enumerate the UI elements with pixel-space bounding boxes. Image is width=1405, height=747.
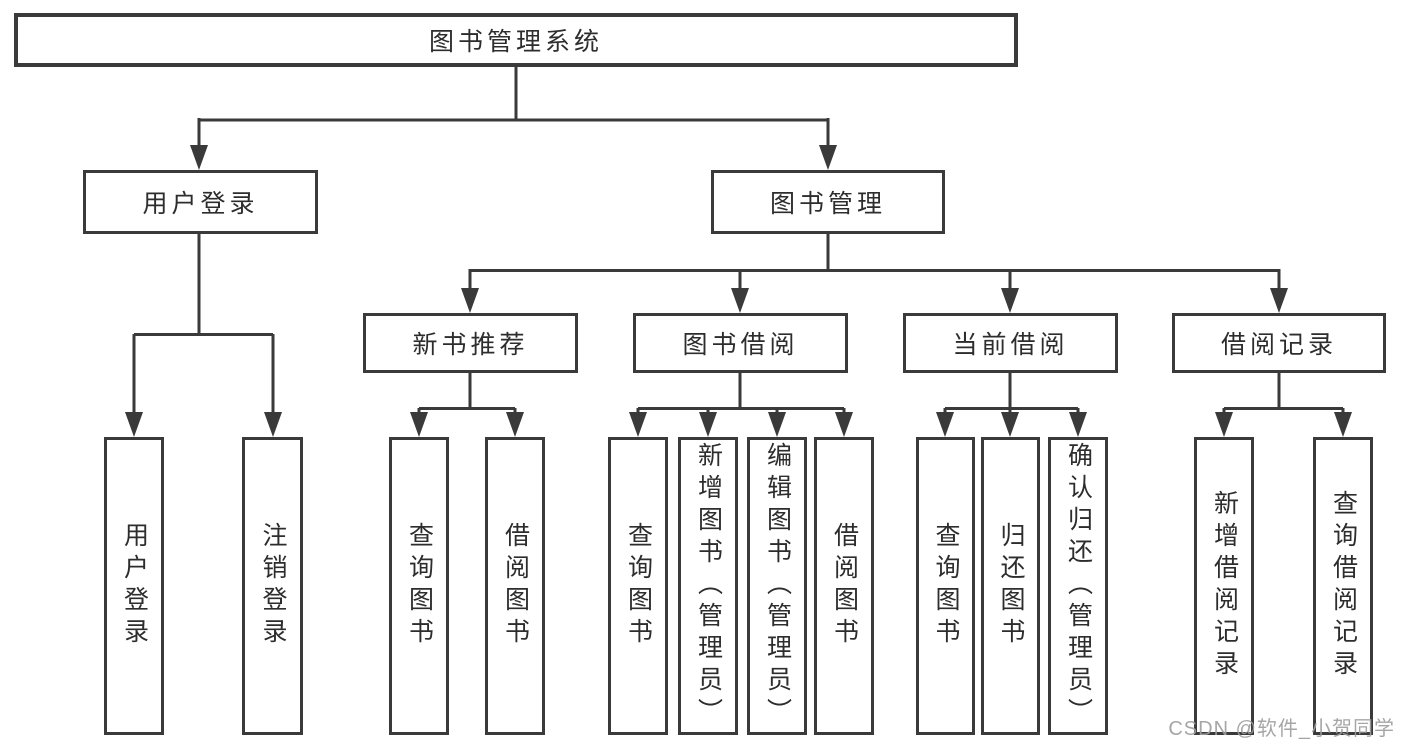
leaf-current-query-books-label: 查询图书 [932,522,960,650]
node-current-borrowing: 当前借阅 [903,313,1118,373]
leaf-borrowing-query-books-label: 查询图书 [624,522,653,650]
node-borrowing-records: 借阅记录 [1172,313,1386,373]
leaf-add-books-admin-label: 新增图书（管理员） [694,442,723,730]
arrow-down-icon [264,412,282,437]
leaf-return-books: 归还图书 [981,437,1040,735]
arrow-down-icon [731,288,749,313]
node-book-borrowing: 图书借阅 [633,313,848,373]
node-book-management: 图书管理 [711,170,945,234]
arrow-down-icon [1215,412,1233,437]
arrow-down-icon [190,145,208,170]
leaf-logout: 注销登录 [242,437,303,735]
leaf-current-query-books: 查询图书 [916,437,975,735]
leaf-add-borrow-record: 新增借阅记录 [1194,437,1254,735]
arrow-down-icon [1001,288,1019,313]
leaf-recommend-query-books-label: 查询图书 [405,522,434,650]
node-new-book-recommend: 新书推荐 [363,313,578,373]
leaf-recommend-query-books: 查询图书 [389,437,449,735]
leaf-confirm-return-admin-label: 确认归还（管理员） [1064,442,1093,730]
leaf-borrowing-borrow-books: 借阅图书 [814,437,874,735]
leaf-borrowing-borrow-books-label: 借阅图书 [830,522,859,650]
leaf-query-borrow-record: 查询借阅记录 [1313,437,1373,735]
arrow-down-icon [629,412,647,437]
leaf-user-login: 用户登录 [104,437,164,735]
arrow-down-icon [699,412,717,437]
leaf-logout-label: 注销登录 [259,522,287,650]
leaf-recommend-borrow-books: 借阅图书 [485,437,545,735]
leaf-add-books-admin: 新增图书（管理员） [678,437,738,735]
arrow-down-icon [461,288,479,313]
arrowheads [125,145,1352,437]
arrow-down-icon [410,412,428,437]
leaf-borrowing-query-books: 查询图书 [608,437,668,735]
arrow-down-icon [819,145,837,170]
leaf-edit-books-admin: 编辑图书（管理员） [747,437,807,735]
arrow-down-icon [506,412,524,437]
arrow-down-icon [835,412,853,437]
leaf-add-borrow-record-label: 新增借阅记录 [1210,490,1239,682]
arrow-down-icon [1334,412,1352,437]
leaf-query-borrow-record-label: 查询借阅记录 [1329,490,1358,682]
leaf-user-login-label: 用户登录 [120,522,149,650]
leaf-return-books-label: 归还图书 [997,522,1025,650]
arrow-down-icon [1069,412,1087,437]
arrow-down-icon [125,412,143,437]
arrow-down-icon [936,412,954,437]
node-user-login: 用户登录 [83,170,318,234]
watermark: CSDN @软件_小贺同学 [1168,718,1395,740]
arrow-down-icon [1001,412,1019,437]
arrow-down-icon [768,412,786,437]
node-library-system: 图书管理系统 [14,13,1018,67]
leaf-edit-books-admin-label: 编辑图书（管理员） [763,442,792,730]
arrow-down-icon [1270,288,1288,313]
leaf-recommend-borrow-books-label: 借阅图书 [501,522,530,650]
leaf-confirm-return-admin: 确认归还（管理员） [1048,437,1108,735]
